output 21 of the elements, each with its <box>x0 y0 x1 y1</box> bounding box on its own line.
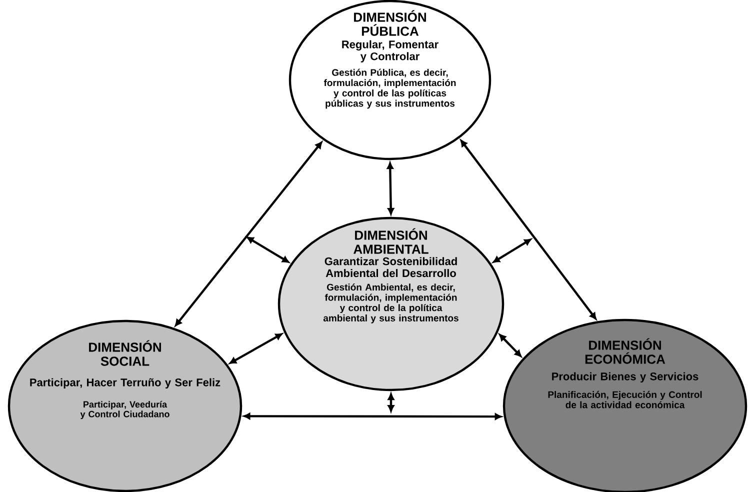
node-subtitle: Producir Bienes y Servicios <box>552 372 698 382</box>
node-title: DIMENSIÓN PÚBLICA <box>354 10 426 36</box>
double-arrow <box>244 413 502 420</box>
node-subtitle: Participar, Hacer Terruño y Ser Feliz <box>30 378 220 388</box>
node-description: Planificación, Ejecución y Control de la actividad económica <box>548 390 702 408</box>
node-title: DIMENSIÓN SOCIAL <box>89 340 161 366</box>
node-description: Participar, Veeduría y Control Ciudadano <box>80 400 170 420</box>
node-subtitle: Garantizar Sostenibilidad Ambiental del Desarrollo <box>324 257 457 278</box>
double-arrow <box>460 140 596 320</box>
double-arrow <box>499 334 522 357</box>
double-arrow <box>229 333 282 364</box>
double-arrow <box>492 238 532 263</box>
double-arrow <box>388 393 394 412</box>
double-arrow <box>386 162 394 215</box>
node-title: DIMENSIÓN ECONÓMICA <box>585 338 666 364</box>
node-description: Gestión Pública, es decir, formulación, implementación y control de las políticas públicas y sus instrumentos <box>324 68 456 109</box>
double-arrow <box>174 142 322 326</box>
node-title: DIMENSIÓN AMBIENTAL <box>354 228 428 254</box>
node-description: Gestión Ambiental, es decir, formulación, implementación y control de la política ambiental y sus instrumentos <box>323 284 458 324</box>
double-arrow <box>246 236 290 263</box>
node-subtitle: Regular, Fomentar y Controlar <box>342 40 438 62</box>
